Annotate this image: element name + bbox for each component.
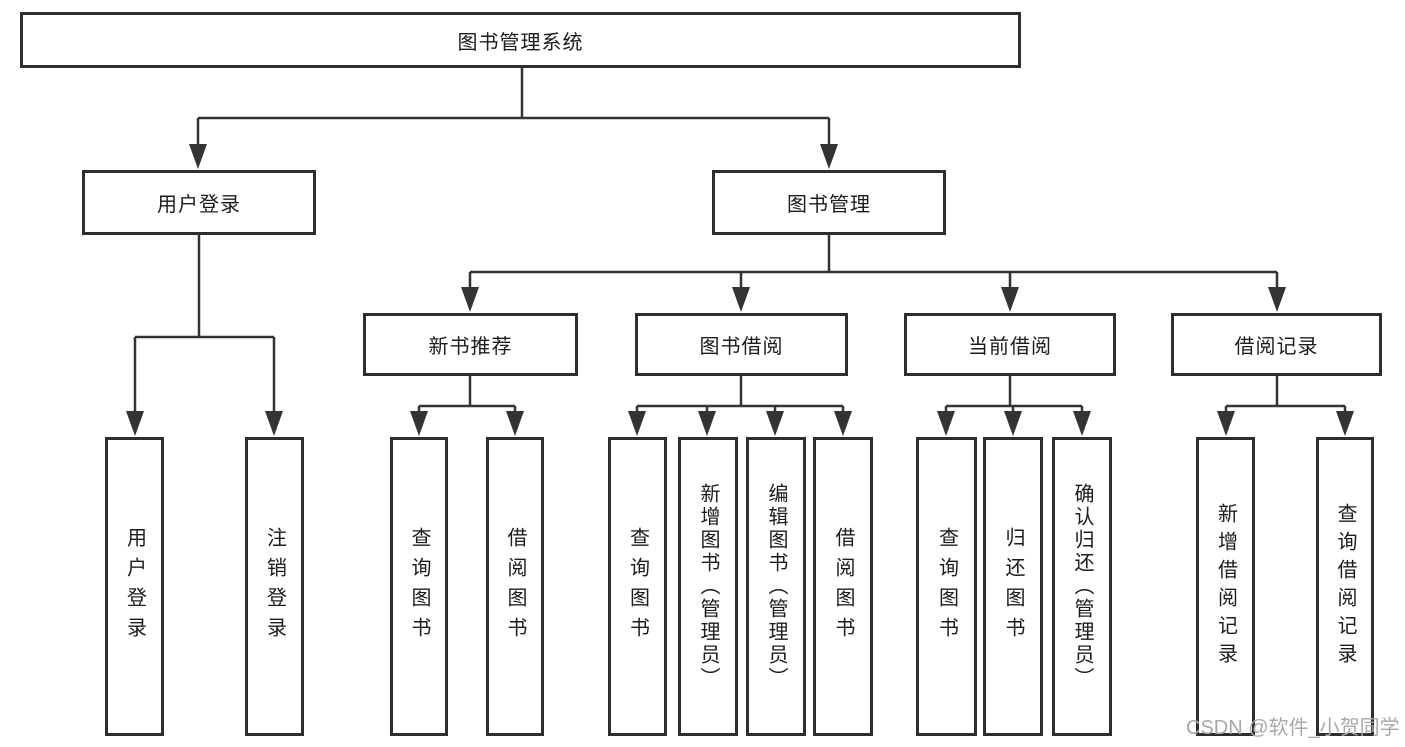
node-borrowing-records: 借阅记录: [1171, 313, 1382, 376]
node-label: 新书推荐: [428, 336, 513, 358]
csdn-watermark: CSDN @软件_小贺同学: [1186, 717, 1400, 739]
node-label: 新增图书（管理员）: [697, 483, 719, 690]
leaf-add-borrow-record: 新增借阅记录: [1196, 437, 1255, 736]
node-label: 借阅图书: [832, 526, 854, 647]
node-new-book-recommendation: 新书推荐: [363, 313, 578, 376]
leaf-user-login: 用户登录: [105, 437, 164, 736]
node-label: 确认归还（管理员）: [1071, 483, 1093, 690]
node-label: 查询图书: [935, 526, 958, 647]
node-current-borrowing: 当前借阅: [904, 313, 1116, 376]
node-label: 注销登录: [263, 526, 286, 647]
leaf-borrow-books-recommend: 借阅图书: [486, 437, 544, 736]
leaf-add-books-admin: 新增图书（管理员）: [678, 437, 738, 736]
arrowheads: [126, 144, 1354, 436]
node-label: 编辑图书（管理员）: [765, 483, 787, 690]
node-label: 查询图书: [408, 526, 430, 647]
leaf-query-borrow-record: 查询借阅记录: [1316, 437, 1374, 736]
node-label: 图书管理: [787, 194, 871, 216]
node-label: 用户登录: [157, 194, 241, 216]
node-label: 查询借阅记录: [1334, 502, 1356, 671]
leaf-confirm-return-admin: 确认归还（管理员）: [1052, 437, 1112, 736]
node-label: 当前借阅: [968, 336, 1052, 358]
leaf-logout: 注销登录: [245, 437, 304, 736]
node-label: 图书管理系统: [457, 31, 584, 54]
leaf-borrow-books: 借阅图书: [813, 437, 873, 736]
node-label: 用户登录: [123, 526, 146, 647]
node-label: 新增借阅记录: [1214, 502, 1237, 671]
node-label: 借阅图书: [504, 526, 526, 647]
node-book-borrowing: 图书借阅: [635, 313, 848, 376]
node-library-management-system: 图书管理系统: [20, 12, 1021, 68]
node-label: 借阅记录: [1234, 336, 1319, 358]
leaf-query-books-current: 查询图书: [916, 437, 977, 736]
node-label: 查询图书: [626, 526, 649, 647]
leaf-return-books: 归还图书: [983, 437, 1043, 736]
leaf-edit-books-admin: 编辑图书（管理员）: [746, 437, 806, 736]
node-label: 归还图书: [1002, 526, 1024, 647]
node-user-login: 用户登录: [82, 170, 316, 235]
leaf-query-books-recommend: 查询图书: [390, 437, 448, 736]
node-label: 图书借阅: [699, 336, 784, 358]
node-book-management: 图书管理: [712, 170, 946, 235]
leaf-query-books-borrowing: 查询图书: [608, 437, 667, 736]
